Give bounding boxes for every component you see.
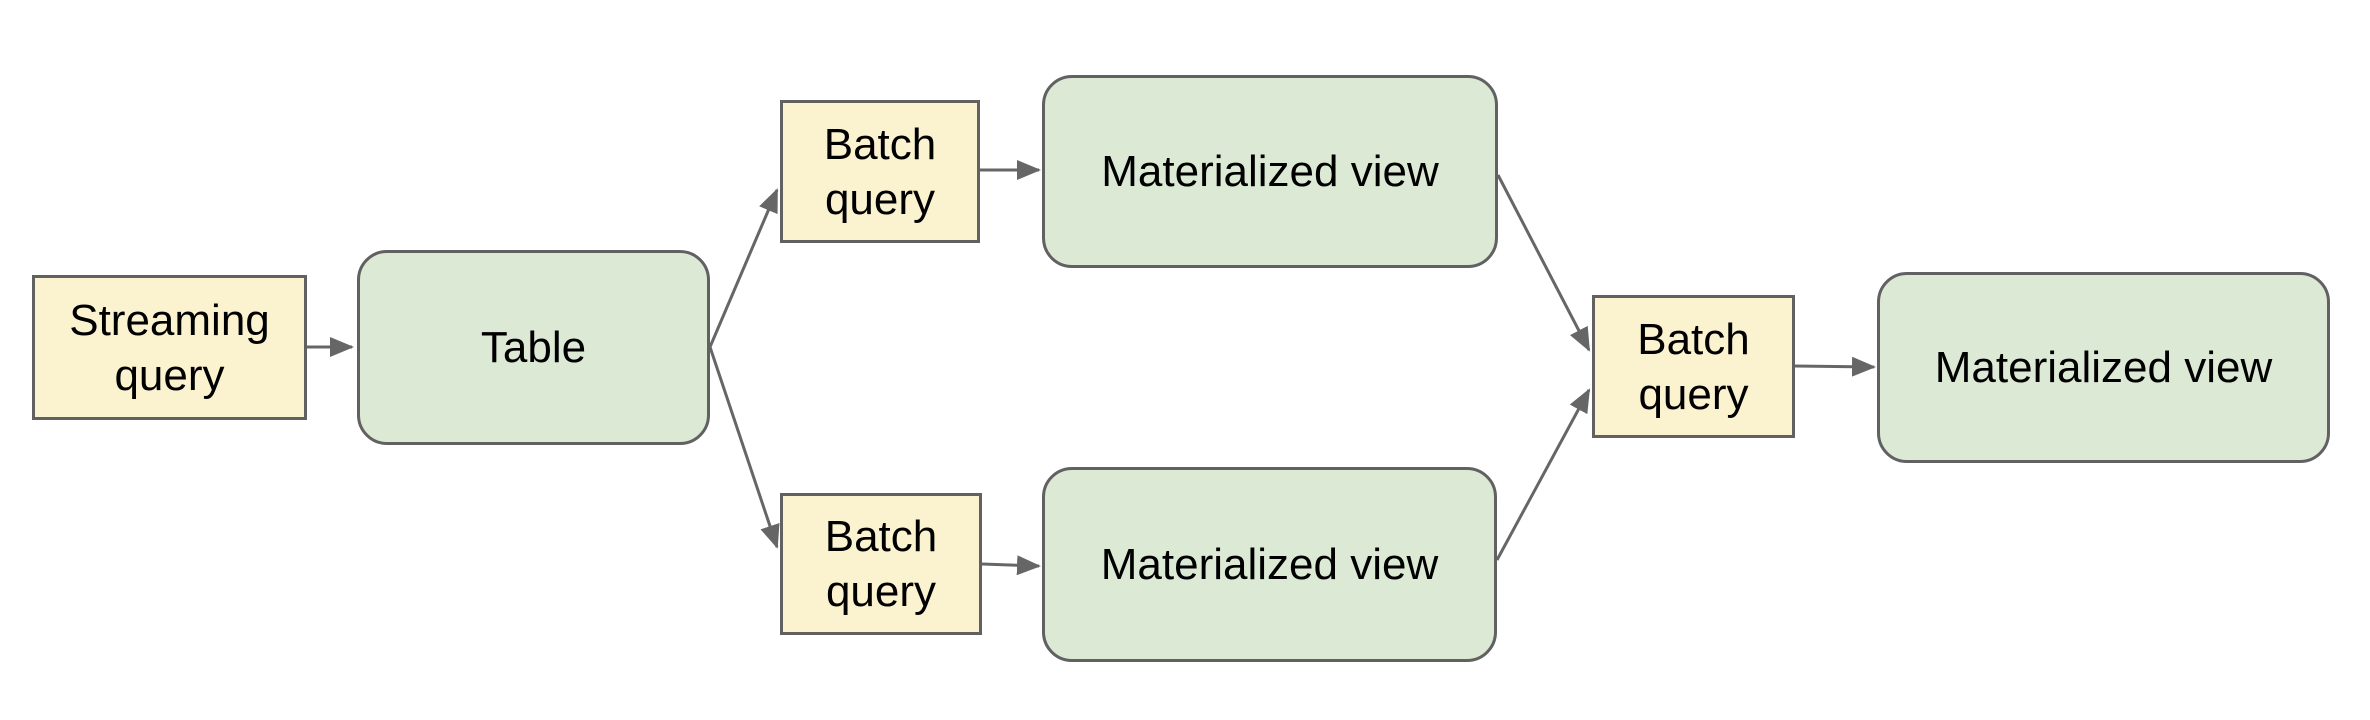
node-materialized-view-final: Materialized view (1877, 272, 2330, 463)
edge-table-to-batch-query-bottom (708, 346, 780, 549)
node-table: Table (357, 250, 710, 445)
node-streaming-query-label: Streaming query (69, 295, 270, 400)
node-materialized-view-top: Materialized view (1042, 75, 1498, 268)
node-materialized-view-bottom-label: Materialized view (1100, 540, 1439, 589)
node-batch-query-bottom: Batch query (780, 493, 982, 635)
edge-batch-query-final-to-materialized-view-final (1794, 356, 1876, 377)
edge-materialized-view-bottom-to-batch-query-final (1495, 388, 1591, 561)
node-batch-query-bottom-label: Batch query (824, 512, 938, 616)
node-table-label: Table (480, 323, 587, 372)
node-batch-query-final: Batch query (1592, 295, 1795, 438)
node-materialized-view-bottom: Materialized view (1042, 467, 1497, 662)
edge-table-to-batch-query-top (708, 188, 779, 348)
node-materialized-view-final-label: Materialized view (1934, 343, 2273, 392)
edge-materialized-view-top-to-batch-query-final (1496, 174, 1591, 352)
node-materialized-view-top-label: Materialized view (1101, 147, 1439, 196)
edge-batch-query-bottom-to-materialized-view-bottom (981, 555, 1041, 576)
node-batch-query-top-label: Batch query (823, 119, 937, 224)
node-batch-query-top: Batch query (780, 100, 980, 243)
node-batch-query-final-label: Batch query (1637, 314, 1750, 419)
node-streaming-query: Streaming query (32, 275, 307, 420)
